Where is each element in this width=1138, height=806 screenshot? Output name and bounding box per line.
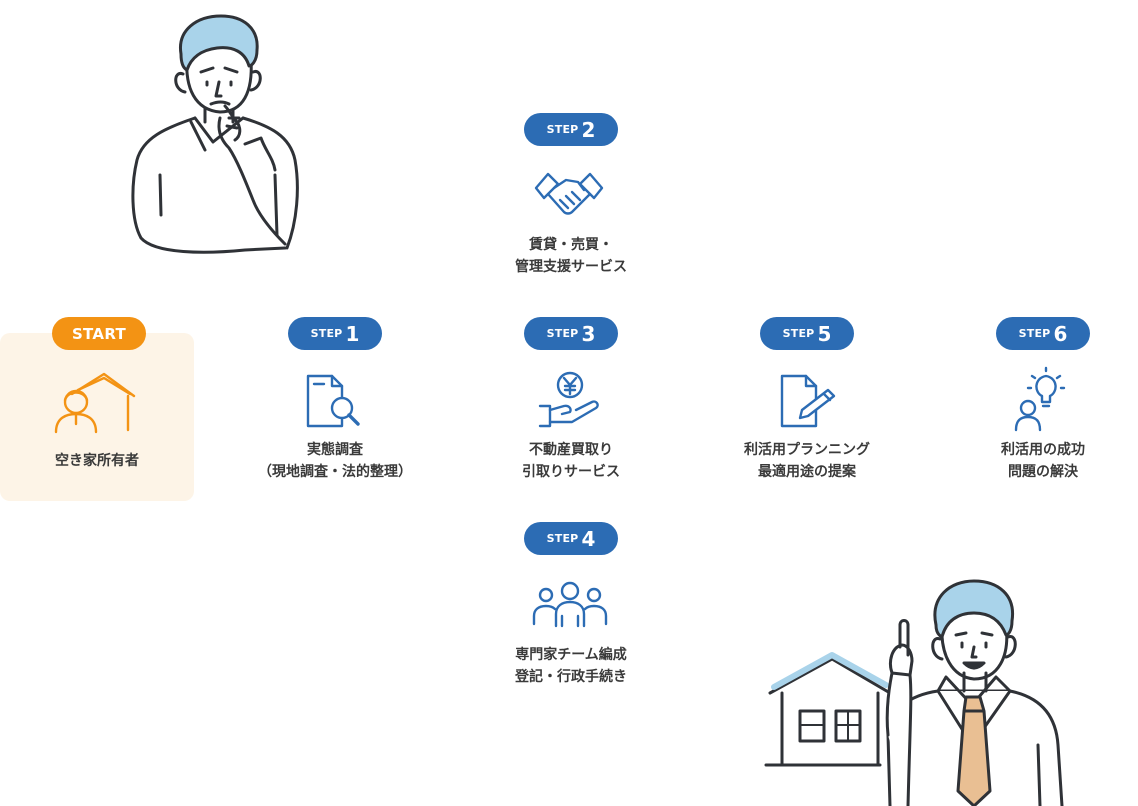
step-6-label: 利活用の成功 問題の解決 bbox=[1001, 442, 1085, 480]
step-3-label: 不動産買取り 引取りサービス bbox=[522, 442, 620, 480]
worried-man-illustration bbox=[131, 14, 299, 254]
document-search-icon bbox=[306, 374, 360, 428]
start-label: 空き家所有者 bbox=[55, 453, 139, 469]
yen-hand-icon bbox=[538, 371, 599, 428]
document-pen-icon bbox=[780, 374, 836, 428]
house-person-icon bbox=[54, 372, 136, 434]
handshake-icon bbox=[534, 172, 604, 215]
step-1-label: 実態調査 （現地調査・法的整理） bbox=[258, 442, 412, 480]
start-panel bbox=[0, 333, 194, 501]
step-2-label: 賃貸・売買・ 管理支援サービス bbox=[515, 237, 627, 275]
team-icon bbox=[532, 581, 608, 628]
start-badge: START bbox=[52, 317, 146, 350]
step-4-label: 専門家チーム編成 登記・行政手続き bbox=[515, 647, 627, 685]
lightbulb-person-icon bbox=[1014, 366, 1066, 432]
start-badge-label: START bbox=[71, 324, 127, 343]
step-5-label: 利活用プランニング 最適用途の提案 bbox=[744, 442, 870, 480]
man-with-house-illustration bbox=[764, 579, 1064, 806]
